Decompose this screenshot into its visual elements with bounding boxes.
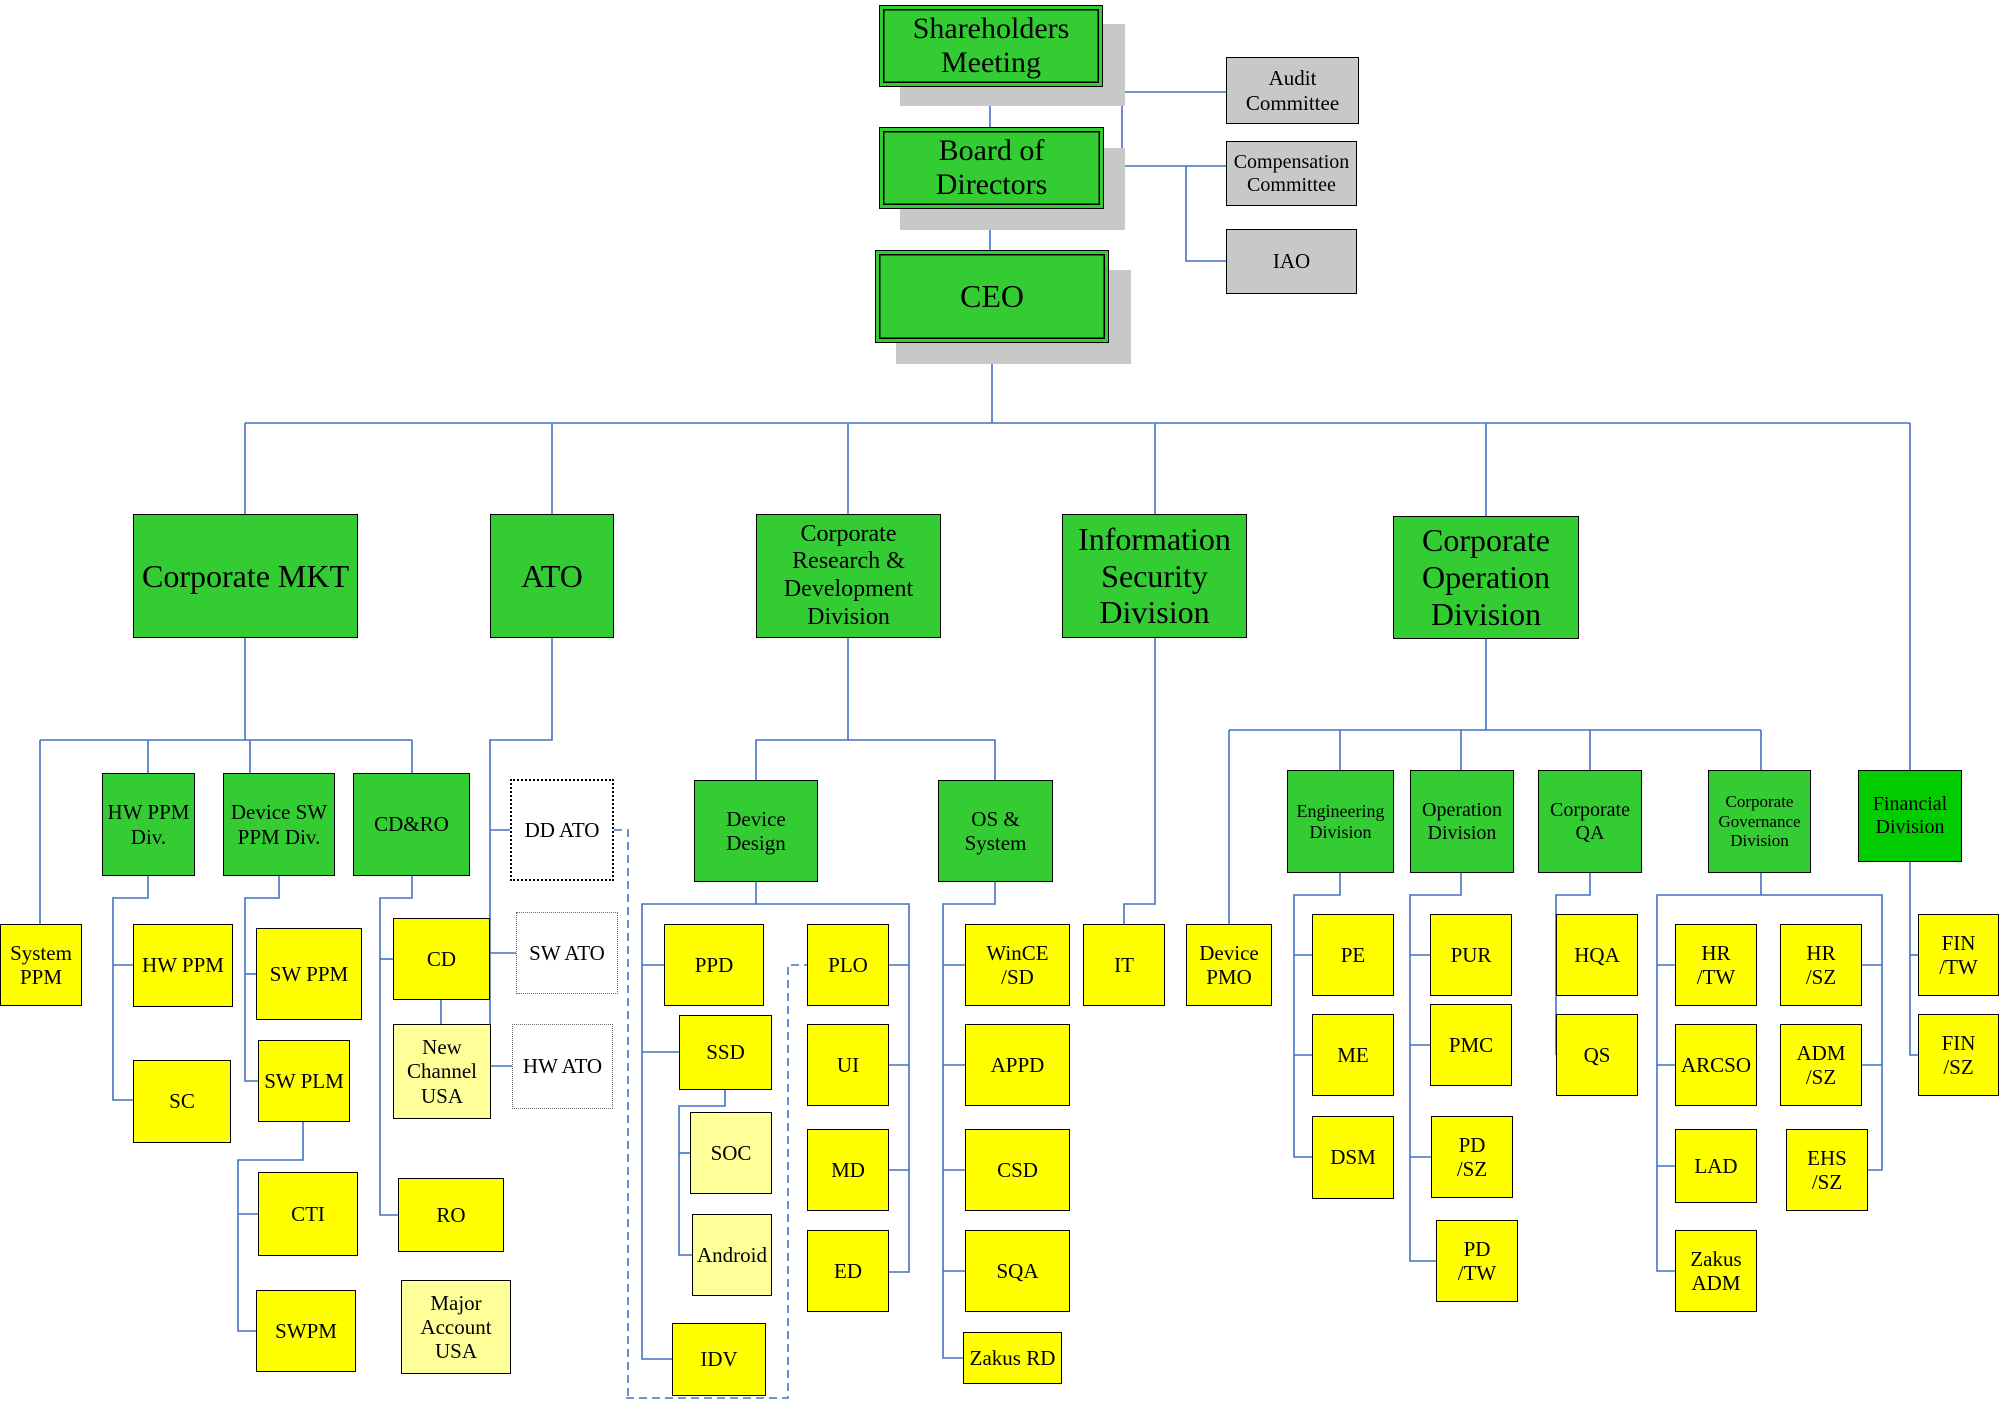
iao-box: IAO [1226, 229, 1357, 294]
hr-tw-box: HR /TW [1675, 924, 1757, 1006]
information-security-division-box: Information Security Division [1062, 514, 1247, 638]
pd-sz-box: PD /SZ [1431, 1116, 1513, 1198]
corporate-mkt-box: Corporate MKT [133, 514, 358, 638]
connector-line [237, 1122, 304, 1332]
audit-committee-box: Audit Committee [1226, 57, 1359, 124]
connector-line [489, 638, 553, 1067]
connector-line [641, 882, 757, 1360]
device-sw-ppm-div-box: Device SW PPM Div. [223, 773, 335, 876]
arcso-box: ARCSO [1675, 1024, 1757, 1106]
dashed-connector-line [614, 829, 629, 1399]
fin-sz-box: FIN /SZ [1918, 1014, 1999, 1096]
connector-line [756, 903, 910, 1273]
connector-line [942, 882, 996, 1359]
connector-line [1185, 166, 1226, 262]
it-box: IT [1083, 924, 1165, 1006]
pur-box: PUR [1430, 914, 1512, 996]
board-of-directors-box: Board of Directors [879, 127, 1104, 209]
dsm-box: DSM [1312, 1116, 1394, 1199]
new-channel-usa-box: New Channel USA [393, 1024, 491, 1119]
md-box: MD [807, 1129, 889, 1211]
ehs-sz-box: EHS /SZ [1786, 1129, 1868, 1211]
cd-box: CD [393, 918, 490, 1000]
ppd-box: PPD [664, 924, 764, 1006]
hr-sz-box: HR /SZ [1780, 924, 1862, 1006]
dashed-connector-line [626, 964, 807, 1399]
swpm-box: SWPM [256, 1290, 356, 1372]
connector-line [678, 1090, 726, 1256]
ato-box: ATO [490, 514, 614, 638]
financial-division-box: Financial Division [1858, 770, 1962, 862]
sw-plm-box: SW PLM [258, 1040, 350, 1122]
hw-ppm-div-box: HW PPM Div. [102, 773, 195, 876]
corporate-operation-division-box: Corporate Operation Division [1393, 516, 1579, 639]
engineering-division-box: Engineering Division [1287, 770, 1394, 873]
sw-ppm-box: SW PPM [256, 928, 362, 1020]
sw-ato-box: SW ATO [516, 912, 618, 994]
os-system-box: OS & System [938, 780, 1053, 882]
connector-line [1409, 873, 1462, 1262]
hw-ato-box: HW ATO [512, 1024, 613, 1109]
ssd-box: SSD [679, 1015, 772, 1090]
qs-box: QS [1556, 1014, 1638, 1096]
cd-ro-box: CD&RO [353, 773, 470, 876]
connector-line [112, 876, 149, 1101]
ui-box: UI [807, 1024, 889, 1106]
sc-box: SC [133, 1060, 231, 1143]
sqa-box: SQA [965, 1230, 1070, 1312]
ceo-box: CEO [875, 250, 1109, 343]
android-box: Android [692, 1214, 772, 1296]
system-ppm-box: System PPM [0, 924, 82, 1006]
connector-line [1761, 894, 1883, 1171]
connector-line [1123, 638, 1156, 924]
zakus-rd-box: Zakus RD [963, 1332, 1062, 1384]
pd-tw-box: PD /TW [1436, 1220, 1518, 1302]
pmc-box: PMC [1430, 1004, 1512, 1086]
connector-line [379, 876, 413, 1216]
adm-sz-box: ADM /SZ [1780, 1024, 1862, 1106]
hqa-box: HQA [1556, 914, 1638, 996]
corporate-rd-division-box: Corporate Research & Development Divisio… [756, 514, 941, 638]
compensation-committee-box: Compensation Committee [1226, 141, 1357, 206]
cti-box: CTI [258, 1172, 358, 1256]
dd-ato-box: DD ATO [510, 779, 614, 881]
wince-sd-box: WinCE /SD [965, 924, 1070, 1006]
csd-box: CSD [965, 1129, 1070, 1211]
idv-box: IDV [672, 1323, 766, 1396]
appd-box: APPD [965, 1024, 1070, 1106]
connector-line [1293, 873, 1341, 1158]
connector-line [848, 739, 996, 780]
lad-box: LAD [1675, 1129, 1757, 1203]
device-pmo-box: Device PMO [1186, 924, 1272, 1006]
operation-division-box: Operation Division [1410, 770, 1514, 873]
shareholders-meeting-box: Shareholders Meeting [879, 5, 1103, 87]
zakus-adm-box: Zakus ADM [1675, 1230, 1757, 1312]
connector-line [1656, 873, 1762, 1272]
connector-line [755, 638, 849, 780]
hw-ppm-box: HW PPM [133, 924, 233, 1007]
plo-box: PLO [807, 924, 889, 1006]
ed-box: ED [807, 1230, 889, 1312]
connector-line [1909, 862, 1918, 1056]
soc-box: SOC [690, 1112, 772, 1194]
me-box: ME [1312, 1014, 1394, 1096]
ro-box: RO [398, 1178, 504, 1252]
fin-tw-box: FIN /TW [1918, 914, 1999, 996]
pe-box: PE [1312, 914, 1394, 996]
major-account-usa-box: Major Account USA [401, 1280, 511, 1374]
device-design-box: Device Design [694, 780, 818, 882]
connector-line [244, 876, 280, 1082]
corporate-qa-box: Corporate QA [1538, 770, 1642, 873]
corporate-governance-division-box: Corporate Governance Division [1708, 770, 1811, 873]
